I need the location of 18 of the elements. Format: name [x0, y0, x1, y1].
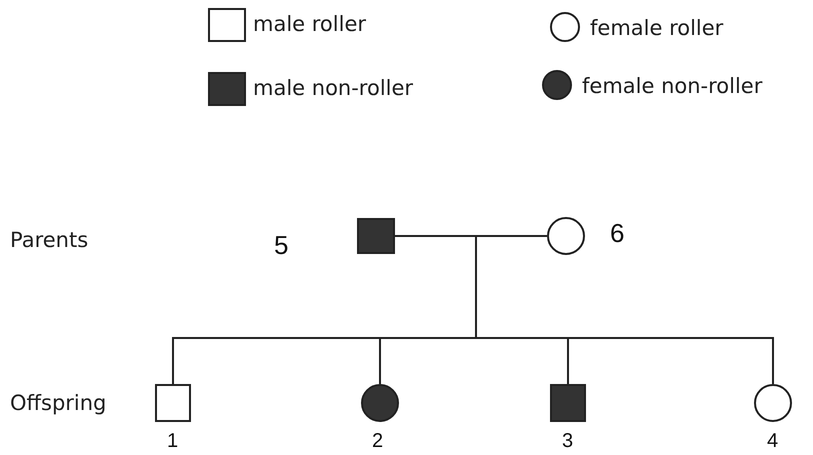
individual-number: 2 — [372, 430, 384, 453]
legend-text: male non-roller — [253, 78, 414, 99]
square-symbol — [357, 218, 395, 254]
legend-text: male roller — [253, 14, 366, 35]
individual-number: 1 — [167, 430, 178, 453]
individual-number: 6 — [610, 218, 624, 249]
individual-number: 4 — [767, 430, 778, 453]
legend-text: female non-roller — [582, 76, 762, 97]
generation-label: Parents — [10, 230, 88, 251]
individual-number: 3 — [562, 430, 574, 453]
square-symbol — [550, 384, 586, 422]
circle-symbol — [547, 217, 585, 255]
circle-symbol — [754, 384, 792, 422]
generation-label: Offspring — [10, 393, 106, 414]
square-symbol — [155, 384, 191, 422]
circle-symbol — [361, 384, 399, 422]
legend-text: female roller — [590, 18, 724, 39]
individual-number: 5 — [274, 230, 288, 261]
